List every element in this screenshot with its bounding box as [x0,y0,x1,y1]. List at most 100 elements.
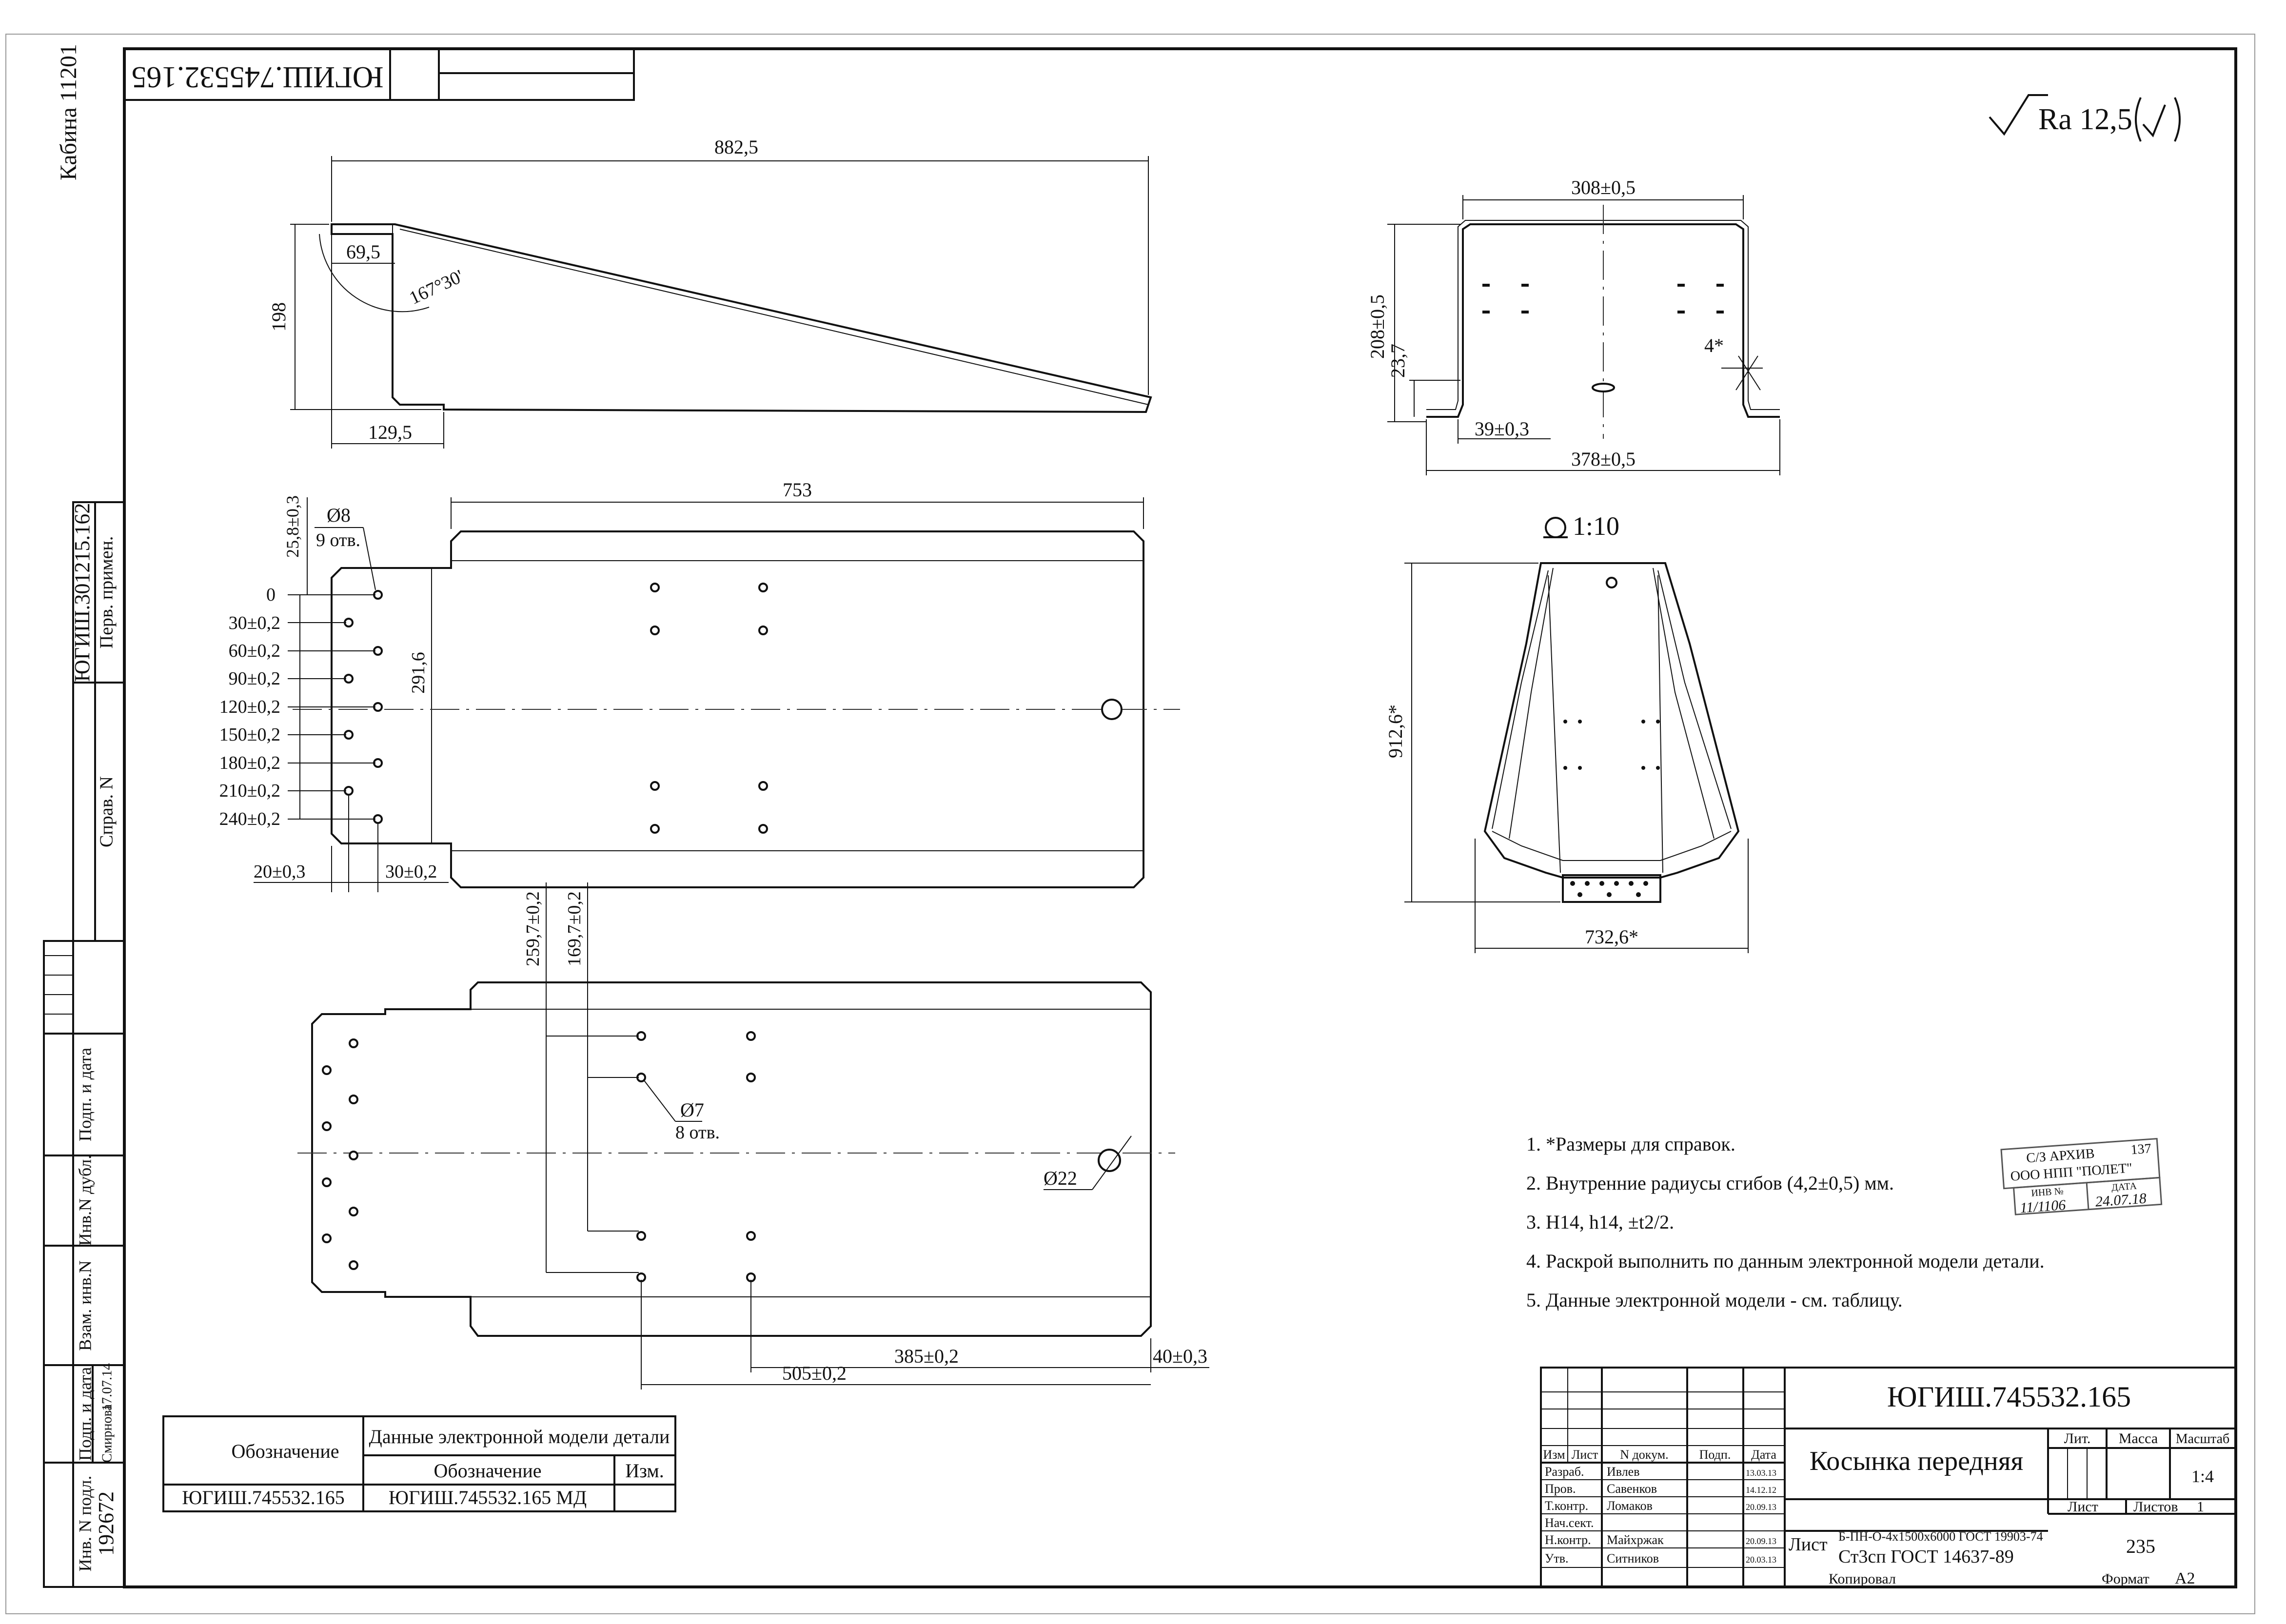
model-table-sub-col1: Обозначение [434,1460,541,1482]
front-view: 308±0,5 208±0,5 23,7 4* 378±0,5 39±0,3 [1366,176,1780,475]
stamp-num: 137 [2130,1141,2152,1157]
dim-129-5: 129,5 [368,421,412,443]
signer-name-4: Майхржак [1607,1533,1664,1547]
dim-25-8: 25,8±0,3 [283,495,302,558]
dim-753: 753 [783,479,812,501]
listov-value: 1 [2197,1499,2204,1515]
top-code-rotated: ЮГИШ.745532.165 [132,60,384,94]
material-list-label: Лист [1789,1534,1828,1555]
dim-20-0-3: 20±0,3 [254,861,305,882]
note-4: 4. Раскрой выполнить по данным электронн… [1526,1250,2045,1272]
dim-308: 308±0,5 [1571,176,1636,198]
part-name: Косынка передняя [1810,1446,2024,1476]
perv-primen-label: Перв. примен. [97,536,117,649]
dim-69-5: 69,5 [346,241,380,263]
dim-30-0-2: 30±0,2 [385,861,437,882]
col-data: Дата [1751,1448,1776,1462]
format-value: А2 [2175,1569,2195,1587]
dim-23-7: 23,7 [1387,344,1409,378]
dim-291-6: 291,6 [408,652,429,694]
dim-259-7: 259,7±0,2 [523,891,543,966]
row-offset-30: 30±0,2 [229,613,280,633]
signer-name-0: Ивлев [1607,1465,1640,1479]
hole-count-8: 8 отв. [675,1122,720,1143]
top-view: 753 25,8±0,3 Ø8 9 отв. 0 30±0,2 60±0,2 9… [219,479,1180,892]
title-code: ЮГИШ.745532.165 [1887,1381,2131,1413]
kopiroval-label: Копировал [1829,1571,1896,1587]
row-offset-60: 60±0,2 [229,641,280,661]
col-podp: Подп. [1699,1448,1731,1462]
stamp-date-value: 24.07.18 [2095,1190,2147,1210]
row-offset-90: 90±0,2 [229,668,280,689]
dim-912-6: 912,6* [1384,704,1406,758]
model-table-sub-col2: Изм. [625,1460,664,1482]
note-2: 2. Внутренние радиусы сгибов (4,2±0,5) м… [1526,1172,1894,1194]
side-sign-name: Смирнова [99,1404,115,1463]
dim-4-star: 4* [1704,334,1724,356]
dim-40-0-3: 40±0,3 [1153,1345,1207,1367]
row-offset-150: 150±0,2 [219,724,280,745]
inv-dubl-label: Инв.N дубл. [75,1155,95,1246]
hole-callout-d8: Ø8 [327,504,351,526]
lit-label: Лит. [2064,1430,2091,1447]
model-table-col1-header: Обозначение [231,1440,339,1462]
view-scale-value: 1:10 [1573,511,1619,541]
iso-view-holes [1563,720,1660,897]
col-ndokum: N докум. [1620,1448,1668,1462]
col-izm: Изм [1543,1448,1565,1462]
dim-208: 208±0,5 [1366,294,1388,359]
row-offset-ticks [288,594,375,820]
signer-role-1: Пров. [1545,1482,1576,1496]
inv-podl-label: Инв. N подл. [75,1476,95,1572]
sprav-label: Справ. N [97,776,117,847]
title-block: ЮГИШ.745532.165 Косынка передняя Изм Лис… [1540,1367,2237,1588]
note-3: 3. H14, h14, ±t2/2. [1526,1211,1674,1233]
big-hole-d22: Ø22 [1044,1167,1077,1189]
row-offset-240: 240±0,2 [219,809,280,829]
model-table: Обозначение Данные электронной модели де… [162,1415,676,1512]
signer-date-1: 14.12.12 [1746,1485,1776,1495]
listov-label: Листов [2133,1499,2178,1515]
dim-732-6: 732,6* [1585,926,1638,948]
masshtab-label: Масштаб [2176,1431,2230,1447]
inv-podl-value: 192672 [94,1491,118,1556]
signer-role-2: Т.контр. [1545,1499,1588,1513]
model-table-row-designation: ЮГИШ.745532.165 [182,1487,344,1508]
note-1: 1. *Размеры для справок. [1526,1133,1735,1155]
dim-198: 198 [268,302,290,332]
stamp-date-label: ДАТА [2111,1181,2137,1194]
row-offset-120: 120±0,2 [219,697,280,717]
archive-stamp: С/З АРХИВ 137 ООО НПП "ПОЛЕТ" ИНВ № ДАТА… [2000,1137,2163,1216]
material-line2: Ст3сп ГОСТ 14637-89 [1838,1546,2014,1567]
cabin-label: Кабина 11201 [56,44,81,180]
massa-label: Масса [2119,1430,2158,1447]
dim-169-7: 169,7±0,2 [564,891,585,966]
signer-name-5: Ситников [1607,1551,1659,1565]
signer-name-1: Савенков [1607,1482,1657,1496]
list-label: Лист [2068,1499,2098,1515]
hole-count-9: 9 отв. [316,530,360,550]
iso-view: 912,6* 732,6* [1384,562,1749,953]
dim-385: 385±0,2 [894,1345,959,1367]
bottom-view: 259,7±0,2 169,7±0,2 Ø7 8 отв. Ø22 385±0,… [297,882,1209,1389]
signer-role-3: Нач.сект. [1545,1516,1594,1530]
technical-notes: 1. *Размеры для справок. 2. Внутренние р… [1526,1133,2045,1311]
front-view-slots [1482,284,1724,392]
model-table-row-model: ЮГИШ.745532.165 МД [389,1487,587,1508]
vzam-inv-label: Взам. инв.N [75,1260,95,1351]
podp-data-label: Подп. и дата [75,1048,95,1141]
dim-882-5: 882,5 [714,136,758,158]
model-table-group-header: Данные электронной модели детали [369,1426,670,1448]
signer-role-0: Разраб. [1545,1465,1584,1479]
dim-505: 505±0,2 [782,1362,847,1384]
roughness-value: Ra 12,5 [2038,103,2132,136]
note-5: 5. Данные электронной модели - см. табли… [1526,1289,1903,1311]
signer-role-5: Утв. [1545,1551,1569,1565]
masshtab-value: 1:4 [2191,1467,2214,1486]
side-sign-date: 17.07.14 [99,1363,115,1411]
org-value: 235 [2126,1535,2155,1557]
material-line1: Б-ПН-О-4х1500х6000 ГОСТ 19903-74 [1838,1529,2043,1544]
row-offset-0: 0 [266,585,276,605]
hole-callout-d7: Ø7 [680,1099,704,1121]
signer-role-4: Н.контр. [1545,1533,1591,1547]
